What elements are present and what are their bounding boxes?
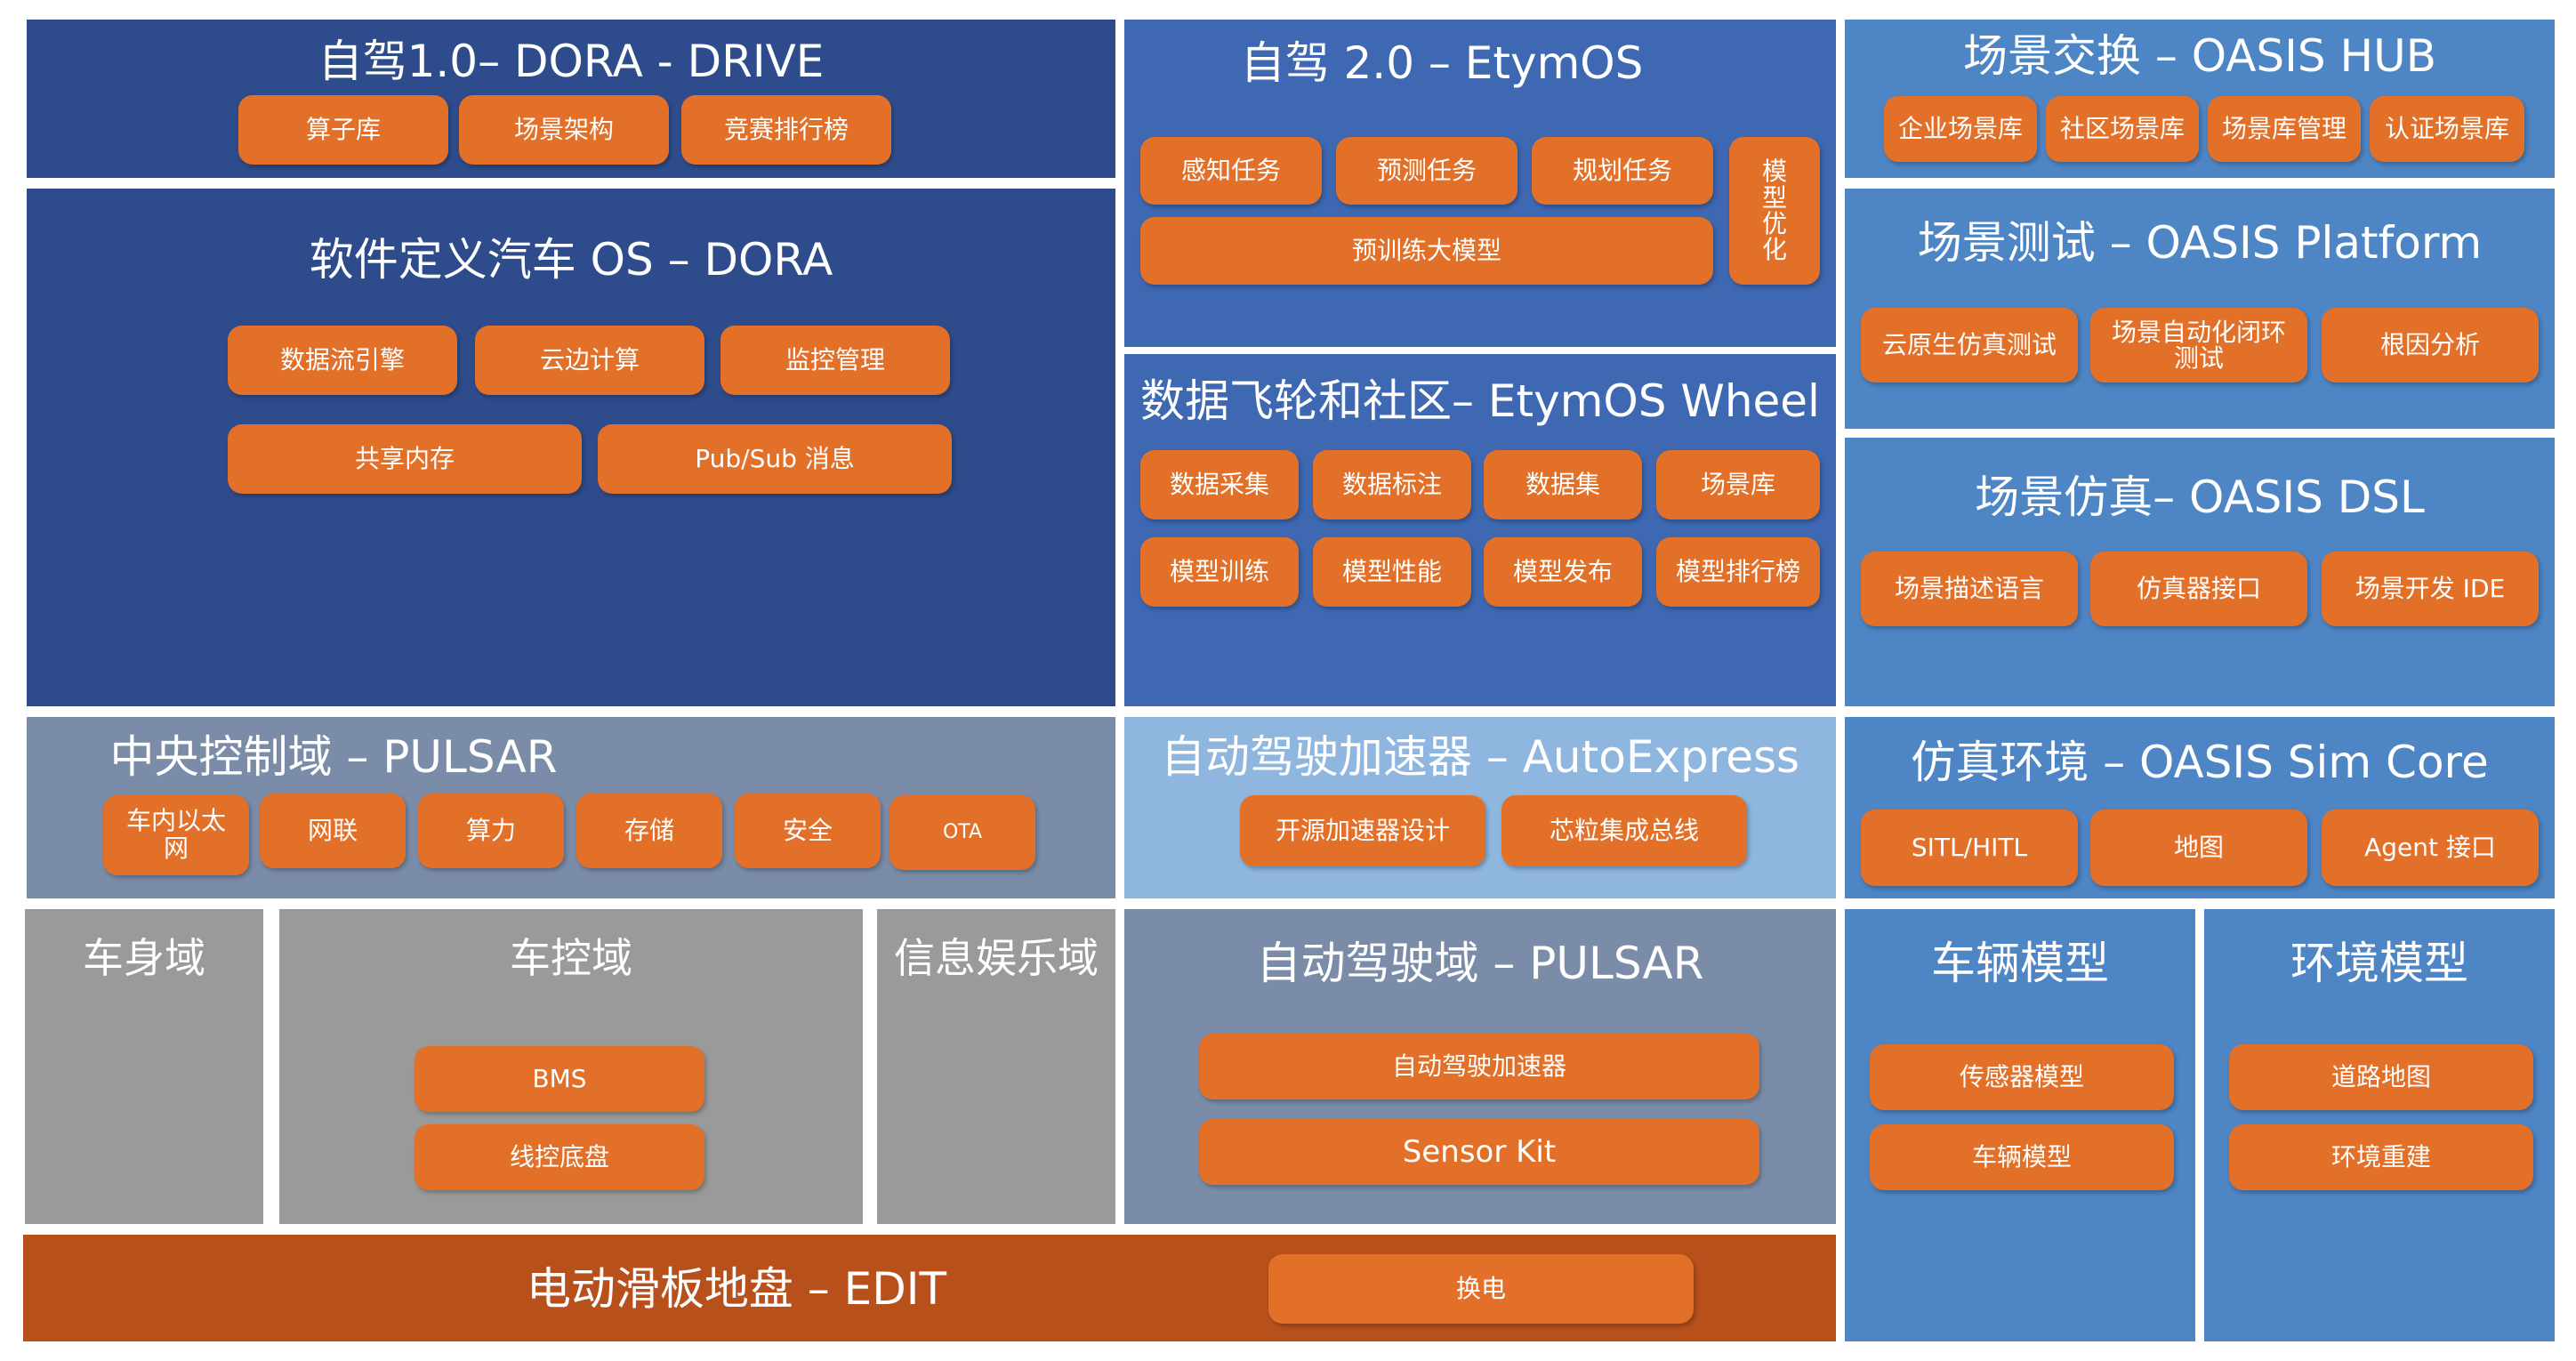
chip-pretrained-model: 预训练大模型 xyxy=(1140,217,1713,285)
panel-pulsar-ad: 自动驾驶域 – PULSAR 自动驾驶加速器 Sensor Kit xyxy=(1124,909,1836,1224)
chip-data-labeling: 数据标注 xyxy=(1313,450,1471,519)
chip-sensor-model: 传感器模型 xyxy=(1870,1044,2174,1110)
panel-title: 仿真环境 – OASIS Sim Core xyxy=(1911,737,2489,788)
chip-leaderboard: 竞赛排行榜 xyxy=(681,95,891,165)
panel-title: 场景仿真– OASIS DSL xyxy=(1975,471,2425,523)
chip-in-vehicle-ethernet: 车内以太网 xyxy=(103,795,249,875)
panel-etymos-wheel: 数据飞轮和社区– EtymOS Wheel 数据采集 数据标注 数据集 场景库 … xyxy=(1124,354,1836,706)
panel-title: 数据飞轮和社区– EtymOS Wheel xyxy=(1140,375,1820,427)
panel-chassis-domain: 车控域 BMS 线控底盘 xyxy=(279,909,863,1224)
chip-storage: 存储 xyxy=(576,793,722,868)
chip-map: 地图 xyxy=(2090,809,2307,886)
chip-scene-library: 场景库 xyxy=(1656,450,1820,519)
chip-dataflow-engine: 数据流引擎 xyxy=(228,326,457,395)
chip-certified-scenes: 认证场景库 xyxy=(2370,96,2524,162)
panel-title: 自驾 2.0 – EtymOS xyxy=(1240,37,1644,89)
chip-ota: OTA xyxy=(890,795,1035,870)
chip-root-cause: 根因分析 xyxy=(2322,308,2539,383)
chip-scene-language: 场景描述语言 xyxy=(1861,552,2078,626)
panel-dora-drive: 自驾1.0– DORA - DRIVE 算子库 场景架构 竞赛排行榜 xyxy=(27,20,1115,178)
panel-title: 环境模型 xyxy=(2290,938,2468,989)
chip-perception-task: 感知任务 xyxy=(1140,137,1322,205)
panel-title: 软件定义汽车 OS – DORA xyxy=(309,234,833,286)
chip-env-reconstruction: 环境重建 xyxy=(2229,1124,2533,1190)
chip-operator-library: 算子库 xyxy=(238,95,448,165)
panel-title: 中央控制域 – PULSAR xyxy=(109,731,558,783)
chip-battery-swap: 换电 xyxy=(1268,1254,1694,1324)
chip-cloud-native-sim: 云原生仿真测试 xyxy=(1861,308,2078,383)
chip-sitl-hitl: SITL/HITL xyxy=(1861,809,2078,886)
panel-title: 自动驾驶域 – PULSAR xyxy=(1256,938,1704,989)
panel-title: 场景测试 – OASIS Platform xyxy=(1917,217,2483,269)
chip-vehicle-model: 车辆模型 xyxy=(1870,1124,2174,1190)
chip-agent-interface: Agent 接口 xyxy=(2322,809,2539,886)
panel-title: 车身域 xyxy=(83,934,205,982)
panel-oasis-dsl: 场景仿真– OASIS DSL 场景描述语言 仿真器接口 场景开发 IDE xyxy=(1845,438,2555,706)
panel-title: 车控域 xyxy=(510,934,632,982)
chip-scene-management: 场景库管理 xyxy=(2208,96,2361,162)
panel-autoexpress: 自动驾驶加速器 – AutoExpress 开源加速器设计 芯粒集成总线 xyxy=(1124,717,1836,898)
chip-model-optimization: 模型优化 xyxy=(1729,137,1820,285)
chip-closed-loop-test: 场景自动化闭环测试 xyxy=(2090,308,2307,383)
chip-enterprise-scenes: 企业场景库 xyxy=(1884,96,2037,162)
panel-oasis-simcore: 仿真环境 – OASIS Sim Core SITL/HITL 地图 Agent… xyxy=(1845,717,2555,898)
chip-scene-ide: 场景开发 IDE xyxy=(2322,552,2539,626)
chip-shared-memory: 共享内存 xyxy=(228,424,582,494)
chip-cloud-edge: 云边计算 xyxy=(475,326,704,395)
chip-chiplet-bus: 芯粒集成总线 xyxy=(1501,795,1747,866)
chip-model-leaderboard: 模型排行榜 xyxy=(1656,537,1820,607)
panel-infotainment: 信息娱乐域 xyxy=(877,909,1115,1224)
panel-body-domain: 车身域 xyxy=(25,909,263,1224)
panel-etymos: 自驾 2.0 – EtymOS 感知任务 预测任务 规划任务 预训练大模型 模型… xyxy=(1124,20,1836,347)
chip-prediction-task: 预测任务 xyxy=(1336,137,1517,205)
chip-model-performance: 模型性能 xyxy=(1313,537,1471,607)
chip-connectivity: 网联 xyxy=(260,793,406,868)
chip-data-collection: 数据采集 xyxy=(1140,450,1299,519)
panel-title: 场景交换 – OASIS HUB xyxy=(1962,30,2437,82)
panel-env-model: 环境模型 道路地图 环境重建 xyxy=(2204,909,2555,1341)
panel-title: 车辆模型 xyxy=(1931,938,2109,989)
panel-oasis-hub: 场景交换 – OASIS HUB 企业场景库 社区场景库 场景库管理 认证场景库 xyxy=(1845,20,2555,178)
chip-bms: BMS xyxy=(415,1046,704,1112)
chip-dataset: 数据集 xyxy=(1484,450,1642,519)
chip-sensor-kit: Sensor Kit xyxy=(1199,1119,1759,1185)
panel-title: 电动滑板地盘 – EDIT xyxy=(526,1263,946,1315)
panel-title: 自驾1.0– DORA - DRIVE xyxy=(318,36,825,87)
chip-model-training: 模型训练 xyxy=(1140,537,1299,607)
panel-edit: 电动滑板地盘 – EDIT 换电 xyxy=(23,1235,1836,1341)
panel-vehicle-model: 车辆模型 传感器模型 车辆模型 xyxy=(1845,909,2195,1341)
chip-simulator-interface: 仿真器接口 xyxy=(2090,552,2307,626)
panel-pulsar-central: 中央控制域 – PULSAR 车内以太网 网联 算力 存储 安全 OTA xyxy=(27,717,1115,898)
chip-monitoring: 监控管理 xyxy=(720,326,950,395)
panel-title: 信息娱乐域 xyxy=(894,934,1099,982)
chip-planning-task: 规划任务 xyxy=(1532,137,1713,205)
panel-title: 自动驾驶加速器 – AutoExpress xyxy=(1160,731,1800,783)
chip-compute: 算力 xyxy=(418,793,564,868)
chip-model-release: 模型发布 xyxy=(1484,537,1642,607)
chip-open-accelerator: 开源加速器设计 xyxy=(1240,795,1485,866)
chip-drive-by-wire: 线控底盘 xyxy=(415,1124,704,1190)
chip-ad-accelerator: 自动驾驶加速器 xyxy=(1199,1034,1759,1099)
chip-community-scenes: 社区场景库 xyxy=(2046,96,2199,162)
panel-dora-os: 软件定义汽车 OS – DORA 数据流引擎 云边计算 监控管理 共享内存 Pu… xyxy=(27,189,1115,706)
chip-scene-architecture: 场景架构 xyxy=(459,95,669,165)
chip-security: 安全 xyxy=(735,793,881,868)
chip-road-map: 道路地图 xyxy=(2229,1044,2533,1110)
chip-pubsub: Pub/Sub 消息 xyxy=(598,424,952,494)
panel-oasis-platform: 场景测试 – OASIS Platform 云原生仿真测试 场景自动化闭环测试 … xyxy=(1845,189,2555,429)
